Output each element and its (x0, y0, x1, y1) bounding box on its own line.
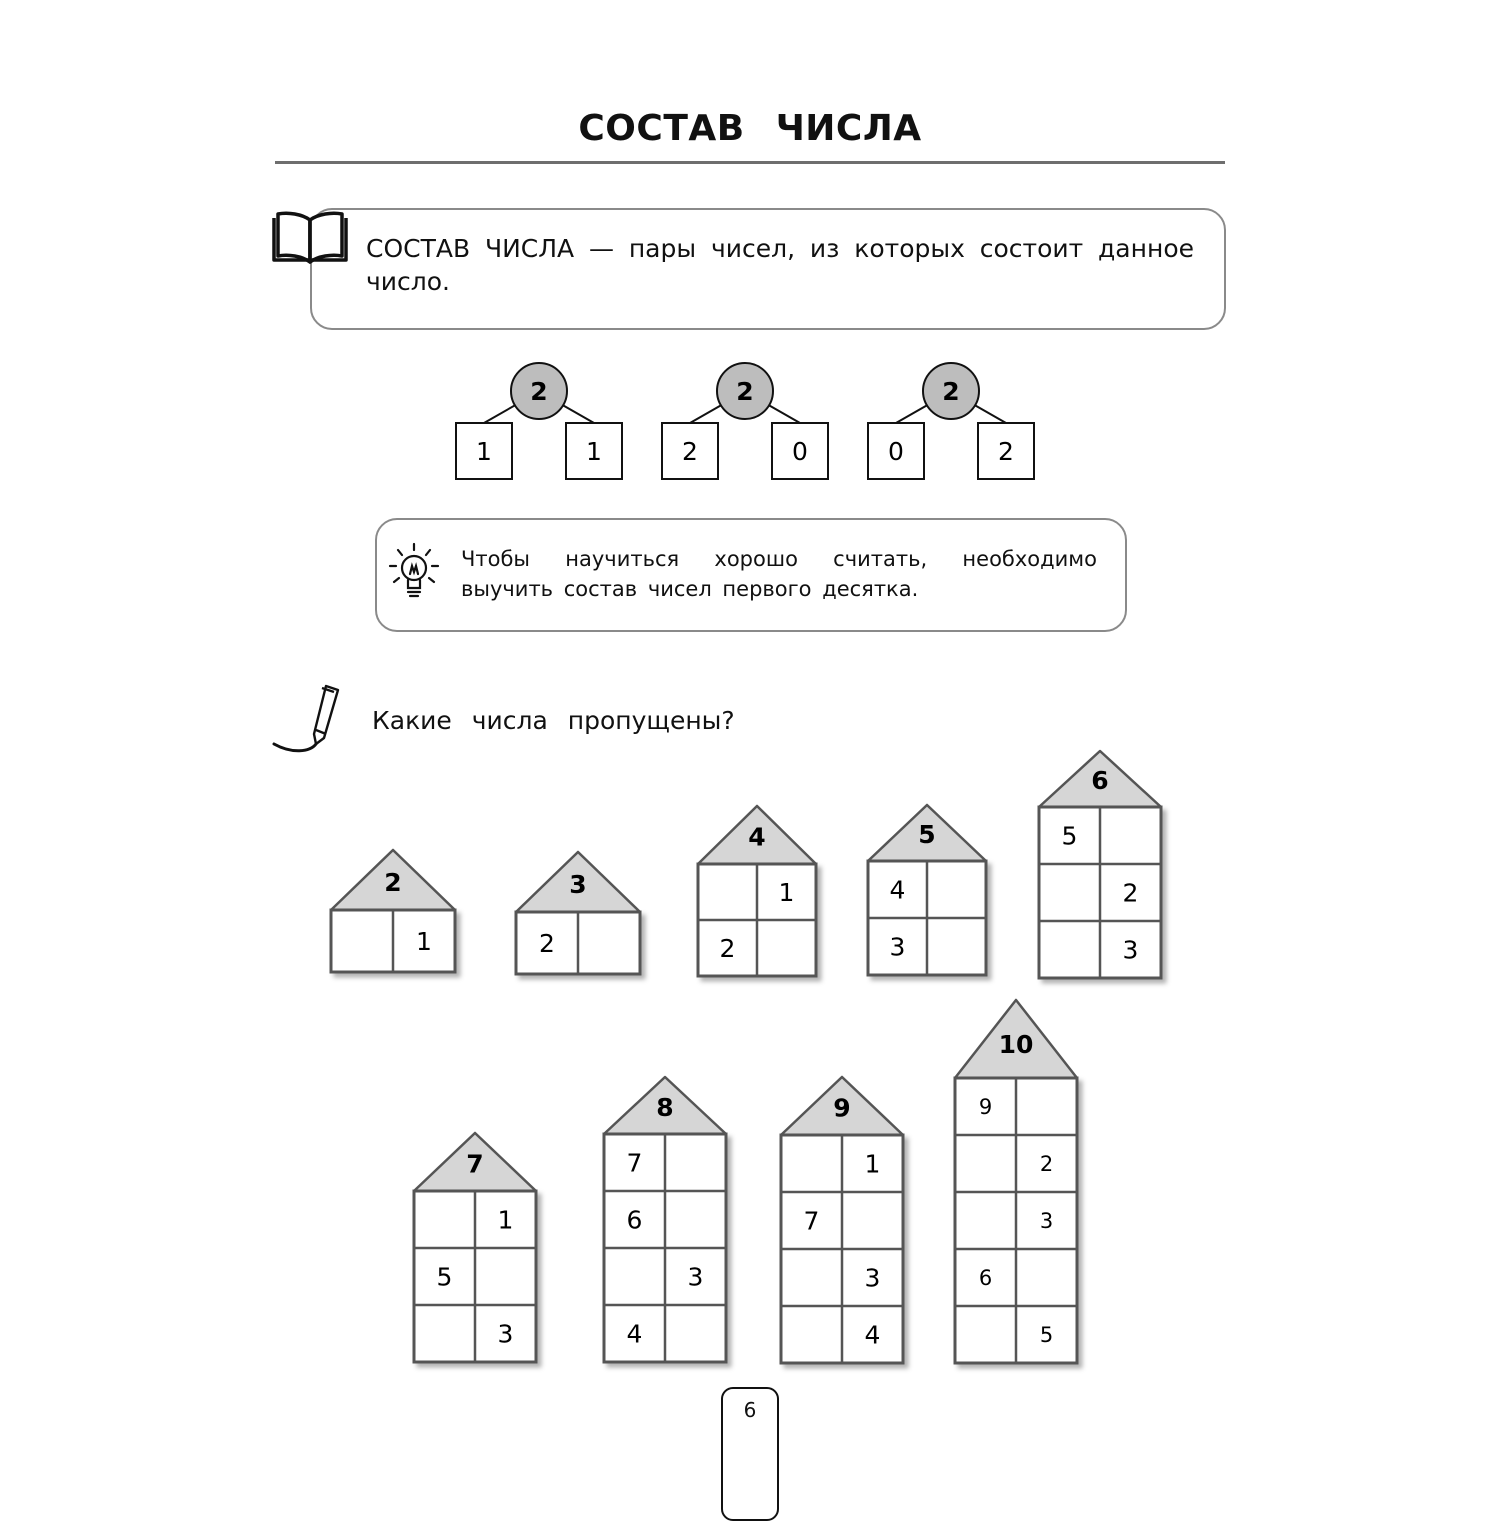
right-part-number: 2 (998, 437, 1014, 466)
house-number: 4 (748, 822, 765, 851)
house-cell-number: 2 (539, 929, 555, 958)
number-house: 32 (514, 850, 642, 976)
title-divider (275, 161, 1225, 164)
connector-line (764, 402, 801, 424)
whole-number: 2 (736, 377, 753, 406)
number-house: 91 7 3 4 (779, 1075, 905, 1365)
whole-number: 2 (530, 377, 547, 406)
house-cell-number: 4 (627, 1320, 643, 1349)
house-number: 8 (656, 1093, 673, 1122)
page-number: 6 (743, 1398, 757, 1422)
number-house: 10 9 2 3 6 5 (953, 998, 1079, 1365)
number-house: 41 2 (696, 804, 818, 978)
house-cell-number: 2 (1040, 1152, 1053, 1176)
connector-line (895, 402, 932, 424)
task-question: Какие числа пропущены? (372, 706, 735, 735)
house-number: 6 (1091, 766, 1108, 795)
house-cell-number: 1 (865, 1150, 881, 1179)
right-part-box (771, 422, 829, 480)
house-cell-number: 1 (779, 878, 795, 907)
tip-box (375, 518, 1127, 632)
connector-line (970, 402, 1007, 424)
house-number: 10 (999, 1030, 1034, 1059)
number-house: 71 5 3 (412, 1131, 538, 1364)
left-part-number: 0 (888, 437, 904, 466)
house-cell-number: 4 (890, 876, 906, 905)
house-cell-number: 6 (627, 1206, 643, 1235)
house-cell-number: 5 (1040, 1323, 1053, 1347)
connector-line (558, 402, 595, 424)
number-house: 54 3 (866, 803, 988, 977)
house-cell-number: 1 (416, 927, 432, 956)
page-number-tab (721, 1387, 779, 1521)
house-cell-number: 3 (865, 1264, 881, 1293)
definition-text: СОСТАВ ЧИСЛА — пары чисел, из которых со… (366, 234, 1194, 296)
whole-number-circle (510, 362, 568, 420)
house-number: 2 (384, 868, 401, 897)
house-number: 3 (569, 870, 586, 899)
house-number: 5 (918, 820, 935, 849)
left-part-box (455, 422, 513, 480)
composition-example: 2 0 2 (867, 362, 1035, 480)
open-book-icon (272, 206, 348, 270)
house-number: 7 (466, 1149, 483, 1178)
house-cell-number: 9 (979, 1095, 992, 1119)
house-cell-number: 3 (498, 1320, 514, 1349)
definition-box (310, 208, 1226, 330)
house-cell-number: 1 (498, 1206, 514, 1235)
left-part-number: 1 (476, 437, 492, 466)
house-cell-number: 4 (865, 1321, 881, 1350)
house-cell-number: 3 (890, 933, 906, 962)
right-part-box (977, 422, 1035, 480)
house-cell-number: 7 (804, 1207, 820, 1236)
composition-examples: 2 1 1 2 2 0 2 0 2 (455, 362, 1035, 480)
composition-example: 2 2 0 (661, 362, 829, 480)
tip-text: Чтобы научиться хорошо считать, необходи… (461, 547, 1097, 601)
left-part-box (661, 422, 719, 480)
house-cell-number: 3 (688, 1263, 704, 1292)
whole-number-circle (922, 362, 980, 420)
number-house: 21 (329, 848, 457, 974)
left-part-number: 2 (682, 437, 698, 466)
house-cell-number: 2 (1123, 879, 1139, 908)
composition-example: 2 1 1 (455, 362, 623, 480)
house-cell-number: 5 (1062, 822, 1078, 851)
whole-number-circle (716, 362, 774, 420)
number-house: 87 6 3 4 (602, 1075, 728, 1364)
house-cell-number: 3 (1040, 1209, 1053, 1233)
house-cell-number: 3 (1123, 936, 1139, 965)
house-cell-number: 7 (627, 1149, 643, 1178)
house-number: 9 (833, 1093, 850, 1122)
house-cell-number: 6 (979, 1266, 992, 1290)
number-house: 65 2 3 (1037, 749, 1163, 980)
page-title: СОСТАВ ЧИСЛА (578, 108, 922, 149)
whole-number: 2 (942, 377, 959, 406)
right-part-number: 0 (792, 437, 808, 466)
right-part-box (565, 422, 623, 480)
left-part-box (867, 422, 925, 480)
house-cell-number: 5 (437, 1263, 453, 1292)
right-part-number: 1 (586, 437, 602, 466)
pencil-icon (272, 682, 352, 762)
light-bulb-icon (384, 540, 444, 610)
connector-line (689, 402, 726, 424)
house-cell-number: 2 (720, 934, 736, 963)
connector-line (483, 402, 520, 424)
